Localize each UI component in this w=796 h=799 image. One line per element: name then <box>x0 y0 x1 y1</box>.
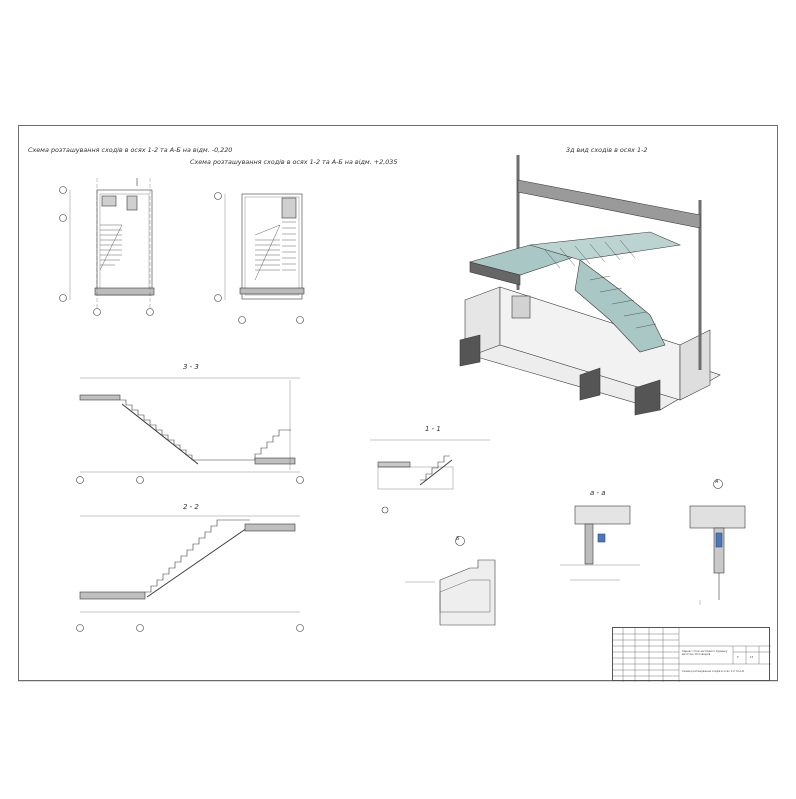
stamp-sheet-title: Схема розташування сходів в осях 1-2 та … <box>682 670 745 673</box>
stamp-stage: Р <box>737 656 739 659</box>
plan-2-title: Схема розташування сходів в осях 1-2 та … <box>190 158 398 166</box>
title-block: Каркас стіни житлового будинку висотою 1… <box>612 627 771 682</box>
node-a-label: А <box>715 479 719 485</box>
section-3-3-label: 3 - 3 <box>183 363 199 371</box>
section-1-1-label: 1 - 1 <box>425 425 441 433</box>
plan-1-title: Схема розташування сходів в осях 1-2 та … <box>28 146 233 154</box>
view-3d-title: 3д вид сходів в осях 1-2 <box>566 146 648 154</box>
section-2-2-drawing <box>76 515 304 632</box>
stamp-project-note: Каркас стіни житлового будинку висотою 1… <box>682 650 728 656</box>
plan-1 <box>59 178 155 316</box>
plan-2 <box>214 192 305 324</box>
title-block-grid <box>613 628 771 682</box>
section-2-2-label: 2 - 2 <box>183 503 199 511</box>
node-b-drawing <box>405 536 496 626</box>
node-b-label: Б <box>456 536 460 542</box>
stamp-sheets: 15 <box>750 656 754 659</box>
view-3d-drawing <box>459 155 721 416</box>
section-1-1-drawing <box>370 439 490 514</box>
section-3-3-drawing <box>76 377 304 484</box>
section-a-a-label: а - а <box>590 489 606 497</box>
drawing-frame <box>18 125 778 681</box>
section-a-a-drawing <box>560 505 640 581</box>
node-a-drawing <box>689 479 746 605</box>
